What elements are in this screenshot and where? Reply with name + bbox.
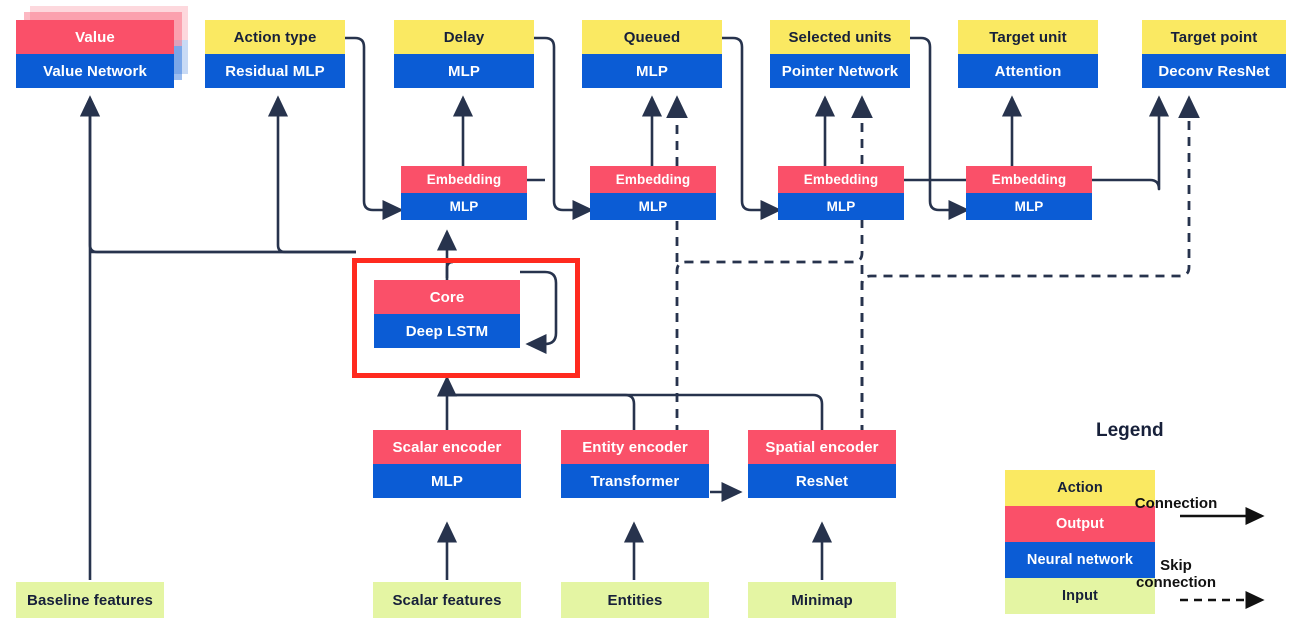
head-delay[interactable]: Delay MLP [394,20,534,88]
encoder-scalar-network: MLP [373,464,521,498]
embedding-target-unit[interactable]: Embedding MLP [966,166,1092,220]
embedding-queued-output: Embedding [590,166,716,193]
embedding-delay-network: MLP [401,193,527,220]
head-target-point-action: Target point [1142,20,1286,54]
embedding-delay-output: Embedding [401,166,527,193]
legend-swatch-input: Input [1005,578,1155,614]
head-queued-action: Queued [582,20,722,54]
embedding-delay[interactable]: Embedding MLP [401,166,527,220]
legend-swatch-output: Output [1005,506,1155,542]
head-queued-network: MLP [582,54,722,88]
head-target-unit-action: Target unit [958,20,1098,54]
head-value-action: Value [16,20,174,54]
core-network: Deep LSTM [374,314,520,348]
legend-connection-label: Connection [1134,495,1218,512]
input-entities-label: Entities [561,582,709,618]
input-minimap-label: Minimap [748,582,896,618]
head-selected-units[interactable]: Selected units Pointer Network [770,20,910,88]
head-delay-action: Delay [394,20,534,54]
legend-swatch-neural-network: Neural network [1005,542,1155,578]
encoder-entity-output: Entity encoder [561,430,709,464]
core-block[interactable]: Core Deep LSTM [374,280,520,348]
input-scalar-features[interactable]: Scalar features [373,582,521,618]
embedding-selected-units[interactable]: Embedding MLP [778,166,904,220]
head-target-unit-network: Attention [958,54,1098,88]
legend-swatch-action: Action [1005,470,1155,506]
head-delay-network: MLP [394,54,534,88]
head-target-point[interactable]: Target point Deconv ResNet [1142,20,1286,88]
encoder-spatial-network: ResNet [748,464,896,498]
embedding-selected-units-network: MLP [778,193,904,220]
head-value-network: Value Network [16,54,174,88]
encoder-entity-network: Transformer [561,464,709,498]
embedding-queued[interactable]: Embedding MLP [590,166,716,220]
input-baseline-features-label: Baseline features [16,582,164,618]
embedding-queued-network: MLP [590,193,716,220]
legend-title: Legend [1096,420,1164,441]
input-minimap[interactable]: Minimap [748,582,896,618]
head-target-point-network: Deconv ResNet [1142,54,1286,88]
embedding-target-unit-output: Embedding [966,166,1092,193]
input-scalar-features-label: Scalar features [373,582,521,618]
head-selected-units-action: Selected units [770,20,910,54]
head-target-unit[interactable]: Target unit Attention [958,20,1098,88]
legend-swatches: Action Output Neural network Input [1005,470,1155,614]
embedding-selected-units-output: Embedding [778,166,904,193]
head-queued[interactable]: Queued MLP [582,20,722,88]
embedding-target-unit-network: MLP [966,193,1092,220]
encoder-scalar-output: Scalar encoder [373,430,521,464]
legend-skip-label: Skip connection [1135,557,1217,592]
input-baseline-features[interactable]: Baseline features [16,582,164,618]
core-output: Core [374,280,520,314]
encoder-scalar[interactable]: Scalar encoder MLP [373,430,521,498]
head-value[interactable]: Value Value Network [16,20,174,88]
head-action-type-action: Action type [205,20,345,54]
encoder-entity[interactable]: Entity encoder Transformer [561,430,709,498]
encoder-spatial-output: Spatial encoder [748,430,896,464]
head-action-type[interactable]: Action type Residual MLP [205,20,345,88]
input-entities[interactable]: Entities [561,582,709,618]
head-selected-units-network: Pointer Network [770,54,910,88]
head-action-type-network: Residual MLP [205,54,345,88]
encoder-spatial[interactable]: Spatial encoder ResNet [748,430,896,498]
core-highlight-box [352,258,580,378]
